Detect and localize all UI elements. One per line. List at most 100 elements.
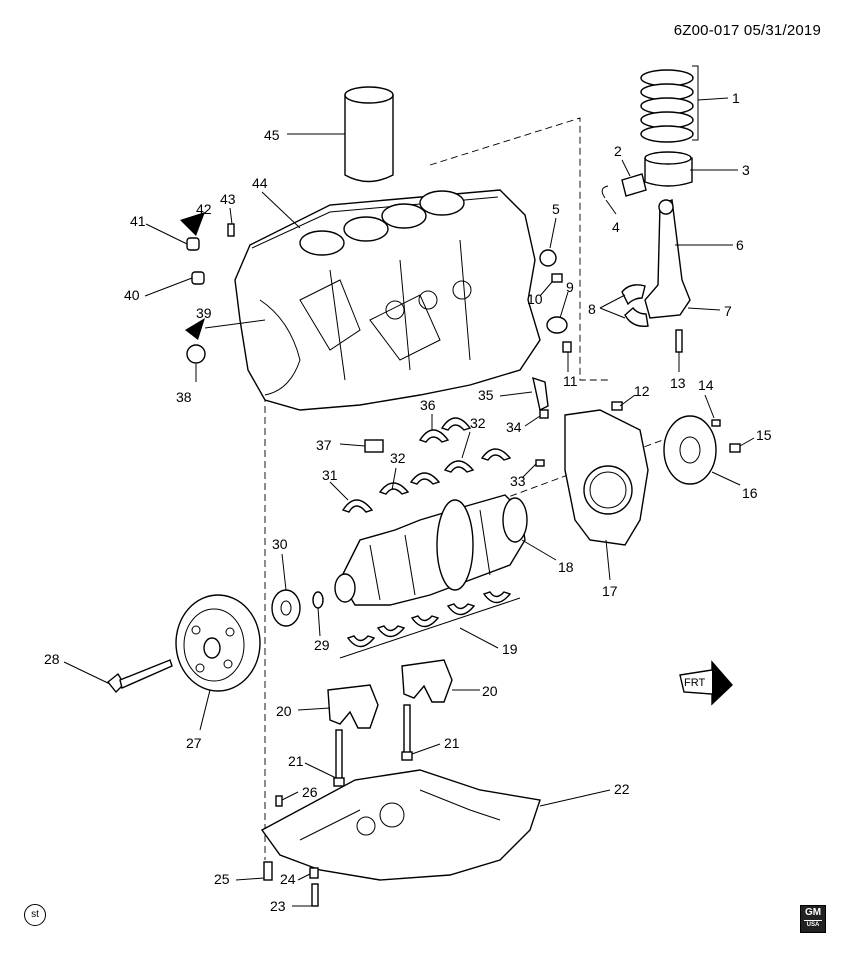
callout-40: 40 [124,287,140,303]
callout-37: 37 [316,437,332,453]
callout-20a: 20 [276,703,292,719]
bolt-12 [611,401,623,411]
callout-33: 33 [510,473,526,489]
oil-jet [532,376,549,419]
pin-33 [535,459,545,467]
gm-logo-sub: USA [804,920,822,929]
engine-block [234,189,541,411]
callout-22: 22 [614,781,630,797]
rear-main-seal-housing [564,409,649,546]
callout-36: 36 [420,397,436,413]
callout-11: 11 [563,373,578,389]
callout-3: 3 [742,162,750,178]
main-cap-bolt-rear [403,704,411,754]
callout-32a: 32 [390,450,406,466]
callout-32b: 32 [470,415,486,431]
leader-lines [63,97,755,907]
piston-rings [640,65,699,143]
callout-16: 16 [742,485,758,501]
callout-27: 27 [186,735,202,751]
diagram-date: 05/31/2019 [743,22,821,39]
main-bearing-cap-front [327,684,379,729]
callout-24: 24 [280,871,296,887]
callout-34: 34 [506,419,522,435]
gm-logo: GM USA [800,905,826,933]
connecting-rod [644,198,691,319]
callout-6: 6 [736,237,744,253]
callout-12: 12 [634,383,650,399]
dowel-26 [275,795,283,807]
diagram-code: 6Z00-017 [673,22,740,39]
cylinder-liner [344,86,394,183]
plug-40 [191,271,205,285]
callout-1: 1 [732,90,740,106]
piston [644,151,693,187]
crank-sprocket [271,589,301,627]
piston-pin-clip [601,185,609,199]
bolt-23 [311,883,319,907]
callout-20b: 20 [482,683,498,699]
main-bearing-cap-rear [401,659,453,703]
callout-41: 41 [130,213,146,229]
arrow-39-icon [185,318,205,340]
bracket-37 [364,439,384,453]
callout-21a: 21 [288,753,304,769]
callout-17: 17 [602,583,618,599]
dowel-11 [562,341,572,353]
bolt-25 [263,861,273,881]
callout-15: 15 [756,427,772,443]
main-cap-bolt-front [335,729,343,781]
callout-35: 35 [478,387,494,403]
callout-29: 29 [314,637,330,653]
callout-8: 8 [588,301,596,317]
rod-cap-bolt [675,329,683,353]
rod-bearings [621,284,649,327]
diagram-header: 6Z00-017 05/31/2019 [674,22,821,39]
callout-18: 18 [558,559,574,575]
callout-30: 30 [272,536,288,552]
callout-23: 23 [270,898,286,914]
callout-25: 25 [214,871,230,887]
callout-10: 10 [527,291,543,307]
frt-label: FRT [684,677,705,689]
callout-26: 26 [302,784,318,800]
plug-41 [186,237,200,251]
callout-43: 43 [220,191,236,207]
st-symbol: st [24,904,46,926]
callout-7: 7 [724,303,732,319]
callout-9: 9 [566,279,574,295]
callout-42: 42 [196,201,212,217]
dowel-43 [227,223,235,237]
key-29 [312,591,324,609]
callout-19: 19 [502,641,518,657]
dowel-14 [711,419,721,427]
lower-main-bearings [339,591,521,659]
callout-13: 13 [670,375,686,391]
piston-pin [621,173,647,197]
callout-numbers: 1 2 3 4 5 6 7 8 9 10 11 12 13 14 15 16 1… [44,90,772,914]
callout-28: 28 [44,651,60,667]
front-direction-arrow [679,660,733,706]
arrow-42-icon [180,212,205,236]
block-plug-5 [539,249,557,267]
bolt-15 [729,443,741,453]
flexplate [663,415,717,485]
callout-38: 38 [176,389,192,405]
balancer-bolt [107,659,173,694]
callout-44: 44 [252,175,268,191]
upper-main-bearings [341,417,512,513]
callout-45: 45 [264,127,280,143]
dowel-10 [551,273,563,283]
main-cap-bolt-front-head [333,777,345,787]
bolt-24 [309,867,319,879]
callout-14: 14 [698,377,714,393]
crankshaft-balancer [175,594,261,692]
expansion-plug-38 [186,344,206,364]
callout-21b: 21 [444,735,460,751]
main-cap-bolt-rear-head [401,751,413,761]
seal-9 [546,316,568,334]
callout-31: 31 [322,467,338,483]
callout-5: 5 [552,201,560,217]
gm-logo-text: GM [804,907,822,918]
